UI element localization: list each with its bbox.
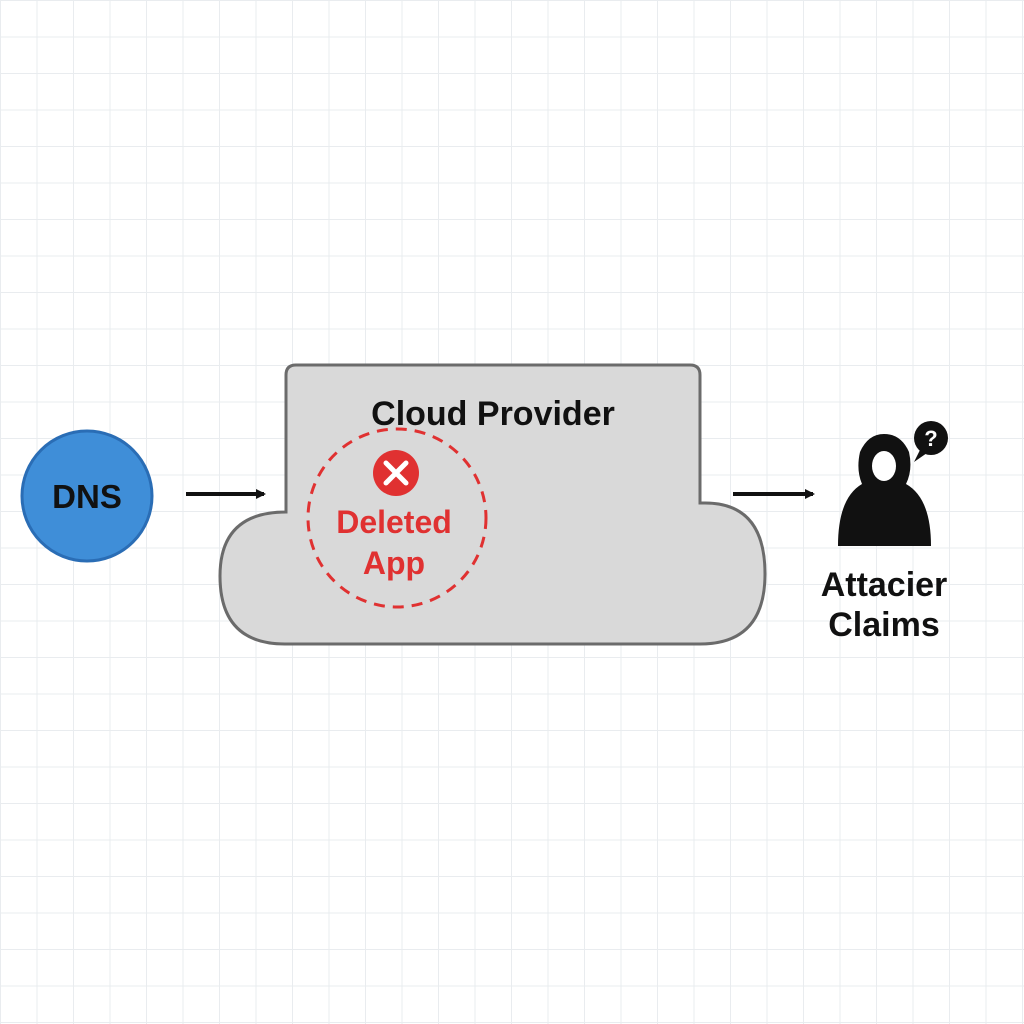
x-circle-icon	[373, 450, 419, 496]
attacker-line1: Attacier	[821, 566, 948, 604]
attacker-line2: Claims	[828, 606, 940, 644]
attacker: ? Attacier Claims	[821, 421, 948, 644]
dns-circle	[20, 429, 154, 563]
svg-text:?: ?	[924, 426, 937, 451]
cloud-provider: Cloud Provider	[218, 363, 767, 646]
question-bubble-icon: ?	[914, 421, 948, 462]
deleted-app: Deleted App	[306, 427, 488, 609]
cloud-shape	[218, 363, 767, 646]
dns-node: DNS	[20, 429, 154, 563]
dns-label: DNS	[52, 478, 122, 515]
deleted-app-line1: Deleted	[336, 504, 452, 540]
cloud-provider-title: Cloud Provider	[371, 395, 615, 433]
hooded-figure-icon	[838, 434, 931, 546]
deleted-app-dashed-circle	[306, 427, 488, 609]
deleted-app-line2: App	[363, 545, 425, 581]
